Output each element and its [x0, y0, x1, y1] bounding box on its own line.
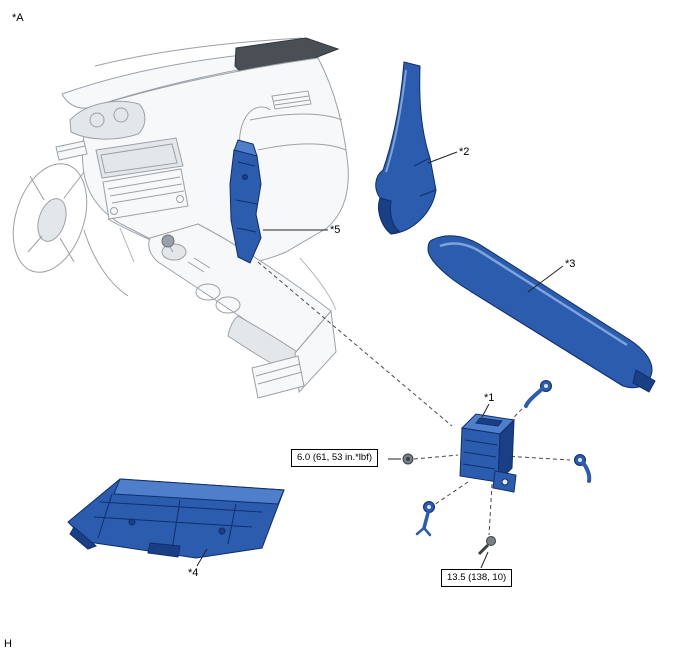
- console-rear-face: [294, 309, 337, 394]
- shifter-boot: [161, 243, 187, 261]
- wire-clip-lower: [415, 501, 435, 537]
- underdash-lines: [119, 227, 337, 311]
- view-reference-label: *A: [12, 12, 24, 24]
- part-2-callout: *2: [459, 146, 470, 158]
- wire-clip-upper: [524, 380, 552, 408]
- part-2-pillar-garnish: [375, 61, 437, 235]
- knee-bolster-line: [83, 229, 129, 297]
- dashboard-line-art: [12, 37, 349, 399]
- steering-wheel: [12, 163, 88, 273]
- torque-spec-floor-bolt: 13.5 (138, 10): [441, 569, 513, 587]
- wire-clip-right: [574, 454, 592, 483]
- page-index-label: H: [4, 638, 12, 650]
- center-console: [148, 223, 337, 399]
- cupholder-rear: [215, 296, 241, 314]
- center-display-bezel: [95, 137, 184, 179]
- part-1-callout: *1: [484, 392, 495, 404]
- bolt-icon: [402, 453, 414, 465]
- cupholder-front: [195, 283, 221, 301]
- windshield-base-line: [94, 37, 303, 67]
- part-4-lower-panel: [67, 478, 285, 559]
- screw-icon: [477, 536, 496, 556]
- part-3-scuff-plate: [427, 235, 656, 393]
- part-5-callout: *5: [330, 224, 341, 236]
- console-rear-vent: [251, 355, 305, 399]
- mounting-bracket-clip: [492, 470, 517, 493]
- torque-spec-ecu-bolt: 6.0 (61, 53 in.*lbf): [291, 449, 378, 467]
- part-4-callout: *4: [188, 567, 199, 579]
- shift-knob: [161, 234, 175, 248]
- part-3-callout: *3: [565, 258, 576, 270]
- part-1-control-module: [459, 413, 516, 484]
- radio-knob-left: [110, 207, 118, 215]
- gauge-right: [113, 107, 129, 123]
- part-5-bracket: [229, 139, 262, 264]
- radio-panel: [102, 168, 189, 220]
- glove-box-lines: [249, 113, 347, 151]
- gauge-left: [89, 112, 105, 128]
- driver-side-vent: [55, 140, 88, 161]
- radio-knob-right: [176, 195, 184, 203]
- leader-lines: [196, 151, 564, 569]
